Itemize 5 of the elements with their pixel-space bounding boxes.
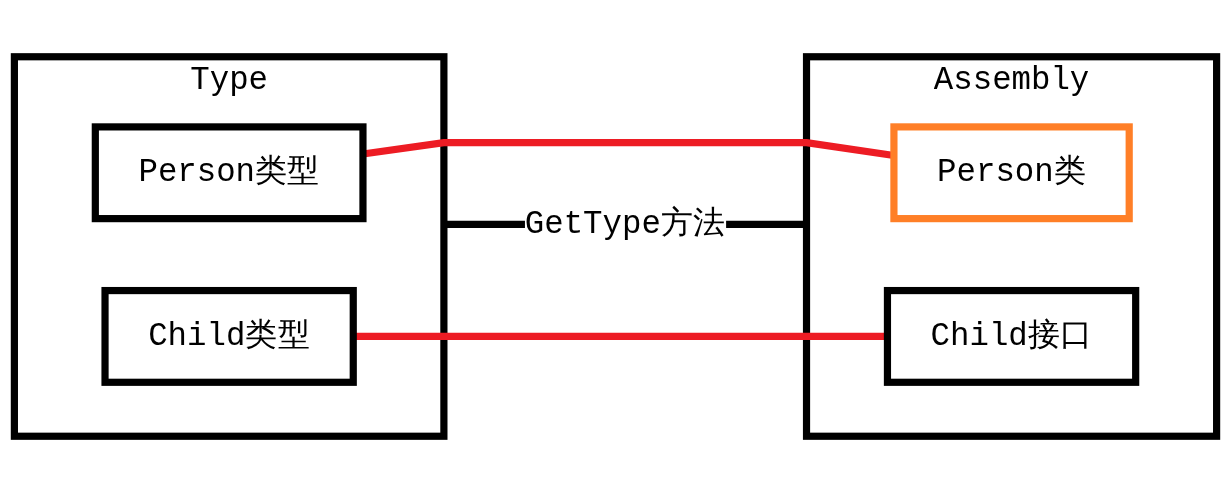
node-box: Person类 — [890, 123, 1133, 223]
node-box: Child接口 — [883, 286, 1140, 386]
node-box: Child类型 — [101, 286, 357, 386]
node-box: Person类型 — [91, 123, 367, 223]
edge-label: GetType方法 — [524, 205, 726, 242]
